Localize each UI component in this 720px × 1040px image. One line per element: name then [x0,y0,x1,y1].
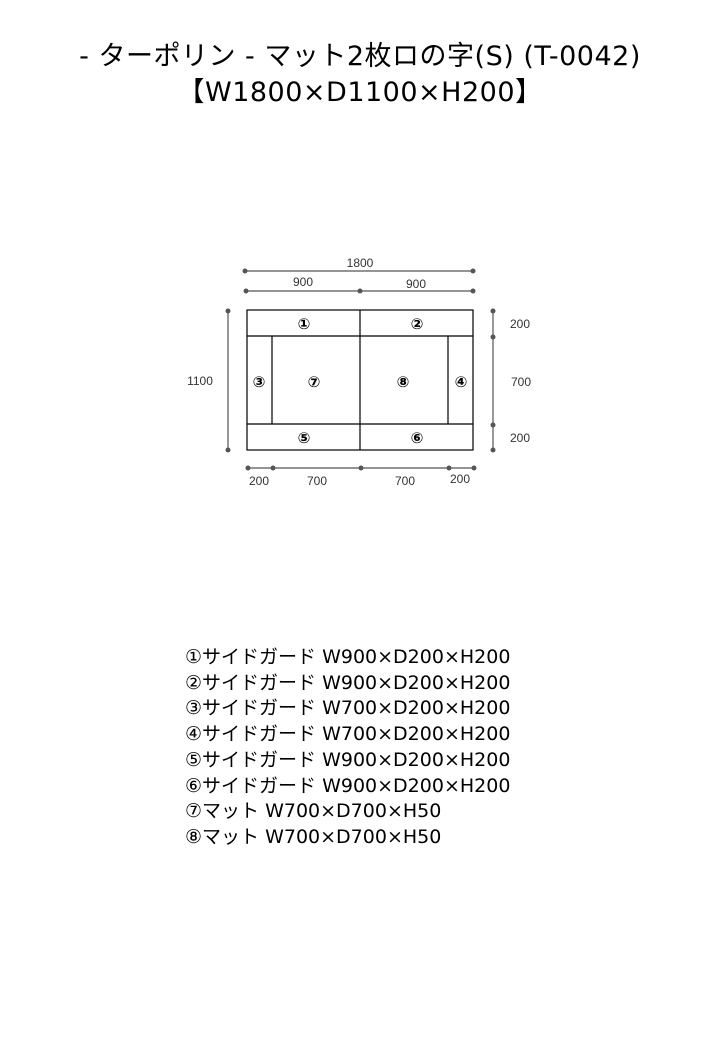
dim-half-width-right: 900 [406,277,426,291]
legend-item: ⑧マット W700×D700×H50 [185,825,442,848]
drawing-size: 【W1800×D1100×H200】 [177,77,543,108]
part-label-4: ④ [455,373,468,391]
dim-overall-width: 1800 [347,256,374,270]
legend-item: ⑦マット W700×D700×H50 [185,800,442,823]
dim-bottom-right-mat: 700 [395,474,415,488]
dimension-dots [225,268,496,471]
part-label-2: ② [411,315,424,333]
legend-item: ①サイドガード W900×D200×H200 [185,646,511,668]
dim-bottom-left-guard: 200 [249,474,269,488]
part-label-7: ⑦ [308,373,321,391]
dim-half-width-left: 900 [293,275,313,289]
dim-overall-depth: 1100 [187,374,213,388]
dim-right-top: 200 [510,317,530,331]
legend-item: ⑤サイドガード W900×D200×H200 [185,748,511,771]
legend-item: ②サイドガード W900×D200×H200 [185,671,511,694]
legend-item: ⑥サイドガード W900×D200×H200 [185,774,511,797]
dim-bottom-right-guard: 200 [450,472,470,486]
part-label-8: ⑧ [397,373,410,391]
dim-right-middle: 700 [511,375,531,389]
drawing-title: - ターポリン - マット2枚ロの字(S) (T-0042) [79,41,641,72]
part-label-5: ⑤ [298,429,311,447]
part-label-6: ⑥ [411,429,424,447]
legend-item: ④サイドガード W700×D200×H200 [185,723,511,746]
part-label-3: ③ [253,373,266,391]
parts-legend: ①サイドガード W900×D200×H200 ②サイドガード W900×D200… [185,645,510,851]
parts-outline [246,309,474,451]
dim-bottom-left-mat: 700 [307,474,327,488]
legend-item: ③サイドガード W700×D200×H200 [185,697,511,720]
part-label-1: ① [298,315,311,333]
dim-right-bottom: 200 [510,431,530,445]
